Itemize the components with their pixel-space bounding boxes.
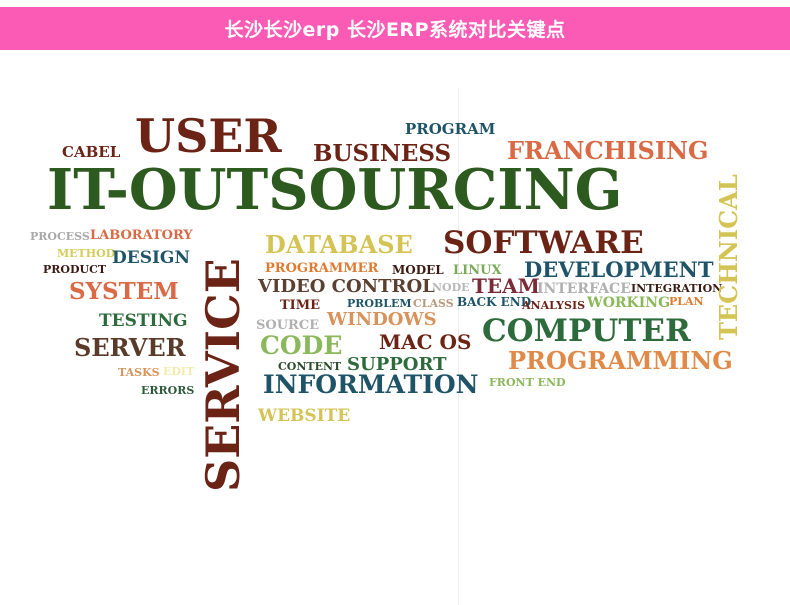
word-tasks: TASKS [118,366,160,379]
word-product: PRODUCT [43,263,107,276]
word-time: TIME [280,298,321,313]
word-code: CODE [260,331,343,360]
word-process: PROCESS [30,230,90,243]
word-back-end: BACK END [457,295,532,309]
word-website: WEBSITE [258,406,351,426]
word-support: SUPPORT [347,354,447,375]
word-content: CONTENT [278,360,342,373]
word-testing: TESTING [99,311,188,331]
word-database: DATABASE [265,230,413,259]
word-working: WORKING [587,295,671,311]
word-computer: COMPUTER [482,313,691,349]
word-it-outsourcing: IT-OUTSOURCING [47,157,623,223]
banner-title: 长沙长沙erp 长沙ERP系统对比关键点 [224,19,566,41]
word-software: SOFTWARE [443,225,644,261]
word-node: NODE [432,281,470,294]
word-technical: TECHNICAL [714,174,743,340]
word-team: TEAM [472,274,540,298]
word-service: SERVICE [196,258,250,492]
vertical-divider [458,88,459,605]
word-integration: INTEGRATION [631,282,723,295]
word-method: METHOD [57,247,116,260]
word-programmer: PROGRAMMER [265,261,379,276]
word-franchising: FRANCHISING [507,136,709,165]
word-design: DESIGN [112,248,190,268]
word-development: DEVELOPMENT [524,257,714,282]
word-cabel: CABEL [62,143,121,161]
word-problem: PROBLEM [347,297,412,310]
word-program: PROGRAM [405,120,496,138]
word-interface: INTERFACE [537,281,631,297]
word-user: USER [135,109,282,163]
word-server: SERVER [74,333,186,362]
word-source: SOURCE [256,318,320,333]
word-errors: ERRORS [141,384,195,397]
word-class: CLASS [413,297,454,310]
word-system: SYSTEM [69,278,179,305]
word-business: BUSINESS [313,140,452,167]
word-video-control: VIDEO CONTROL [258,276,435,297]
word-laboratory: LABORATORY [90,228,193,243]
word-edit: EDIT [163,365,195,378]
word-mac-os: MAC OS [379,330,472,354]
word-plan: PLAN [669,295,704,308]
title-banner: 长沙长沙erp 长沙ERP系统对比关键点 [0,7,790,50]
word-analysis: ANALYSIS [522,299,586,312]
word-windows: WINDOWS [327,309,437,330]
word-linux: LINUX [453,263,502,278]
word-programming: PROGRAMMING [508,346,733,375]
word-information: INFORMATION [263,370,479,399]
word-model: MODEL [392,263,444,277]
word-front-end: FRONT END [489,376,566,389]
